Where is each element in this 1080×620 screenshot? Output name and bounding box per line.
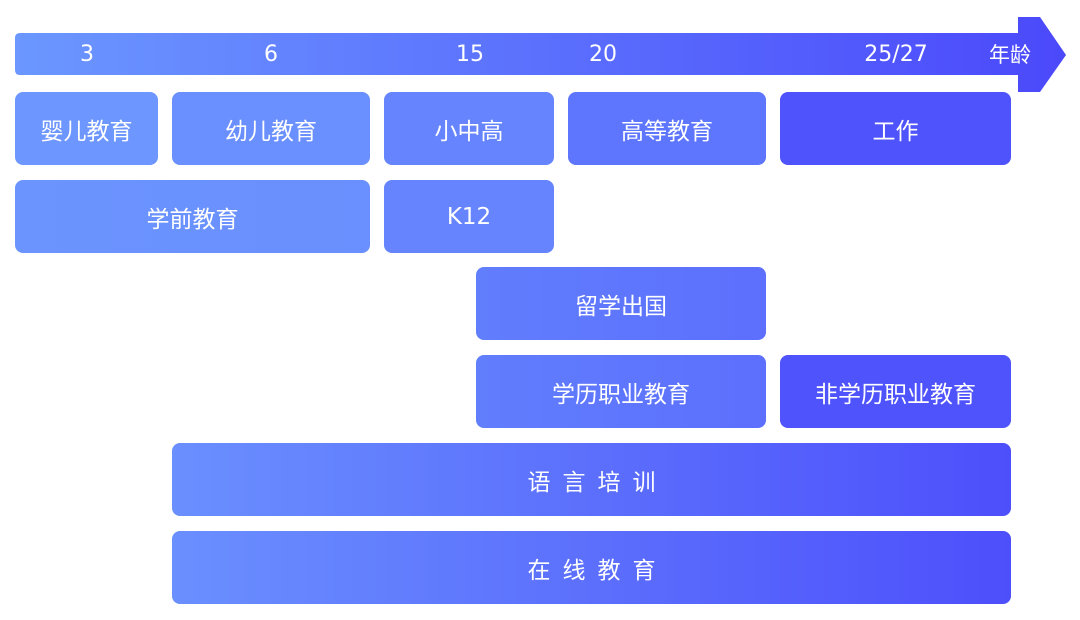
age-tick-25-27: 25/27 <box>864 42 928 67</box>
stage-work: 工作 <box>780 92 1011 165</box>
age-arrow <box>15 17 1066 92</box>
stage-preschool-education: 学前教育 <box>15 180 370 253</box>
stage-higher-education: 高等教育 <box>568 92 766 165</box>
stage-online-education: 在线教育 <box>172 531 1011 604</box>
age-axis-label: 年龄 <box>989 43 1031 67</box>
age-tick-6: 6 <box>264 42 278 67</box>
stage-primary-secondary: 小中高 <box>384 92 554 165</box>
stage-academic-vocational-education: 学历职业教育 <box>476 355 766 428</box>
age-tick-3: 3 <box>80 42 94 67</box>
stage-study-abroad: 留学出国 <box>476 267 766 340</box>
stage-language-training: 语言培训 <box>172 443 1011 516</box>
stage-k12: K12 <box>384 180 554 253</box>
age-tick-15: 15 <box>456 42 484 67</box>
age-tick-20: 20 <box>589 42 617 67</box>
stage-non-academic-vocational-education: 非学历职业教育 <box>780 355 1011 428</box>
age-arrow-shape <box>15 17 1066 92</box>
stage-early-child-education: 幼儿教育 <box>172 92 370 165</box>
stage-infant-education: 婴儿教育 <box>15 92 158 165</box>
